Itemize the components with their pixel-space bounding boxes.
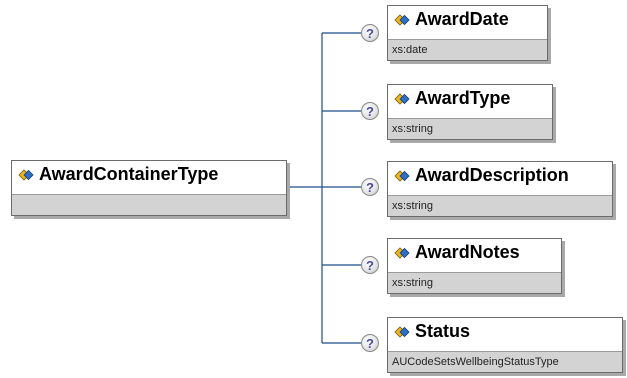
optional-badge-4[interactable]: ?: [361, 256, 379, 274]
optional-badge-3[interactable]: ?: [361, 178, 379, 196]
element-icon: [394, 169, 410, 182]
root-element-box[interactable]: AwardContainerType: [11, 160, 287, 216]
element-icon: [394, 246, 410, 259]
child-element-box-status[interactable]: Status AUCodeSetsWellbeingStatusType: [387, 317, 623, 373]
element-icon: [18, 168, 34, 181]
root-element-header: AwardContainerType: [12, 161, 286, 188]
child-element-header: AwardNotes: [388, 239, 561, 266]
child-element-name: AwardType: [415, 88, 511, 108]
child-element-name: AwardNotes: [415, 242, 520, 262]
root-element-footer: [12, 194, 286, 215]
root-element-name: AwardContainerType: [39, 164, 219, 184]
child-element-name: AwardDate: [415, 9, 509, 29]
child-element-box-awardtype[interactable]: AwardType xs:string: [387, 84, 553, 140]
child-element-type: AUCodeSetsWellbeingStatusType: [388, 351, 622, 372]
child-element-header: Status: [388, 318, 622, 345]
child-element-type: xs:date: [388, 39, 547, 60]
optional-badge-2[interactable]: ?: [361, 102, 379, 120]
child-element-box-awardnotes[interactable]: AwardNotes xs:string: [387, 238, 562, 294]
child-element-type: xs:string: [388, 272, 561, 293]
child-element-name: Status: [415, 321, 471, 341]
child-element-header: AwardDate: [388, 6, 547, 33]
optional-badge-5[interactable]: ?: [361, 334, 379, 352]
child-element-type: xs:string: [388, 118, 552, 139]
child-element-header: AwardDescription: [388, 162, 612, 189]
element-icon: [394, 13, 410, 26]
element-icon: [394, 325, 410, 338]
element-icon: [394, 92, 410, 105]
child-element-type: xs:string: [388, 195, 612, 216]
child-element-box-awarddescription[interactable]: AwardDescription xs:string: [387, 161, 613, 217]
optional-badge-1[interactable]: ?: [361, 24, 379, 42]
child-element-box-awarddate[interactable]: AwardDate xs:date: [387, 5, 548, 61]
child-element-header: AwardType: [388, 85, 552, 112]
child-element-name: AwardDescription: [415, 165, 569, 185]
